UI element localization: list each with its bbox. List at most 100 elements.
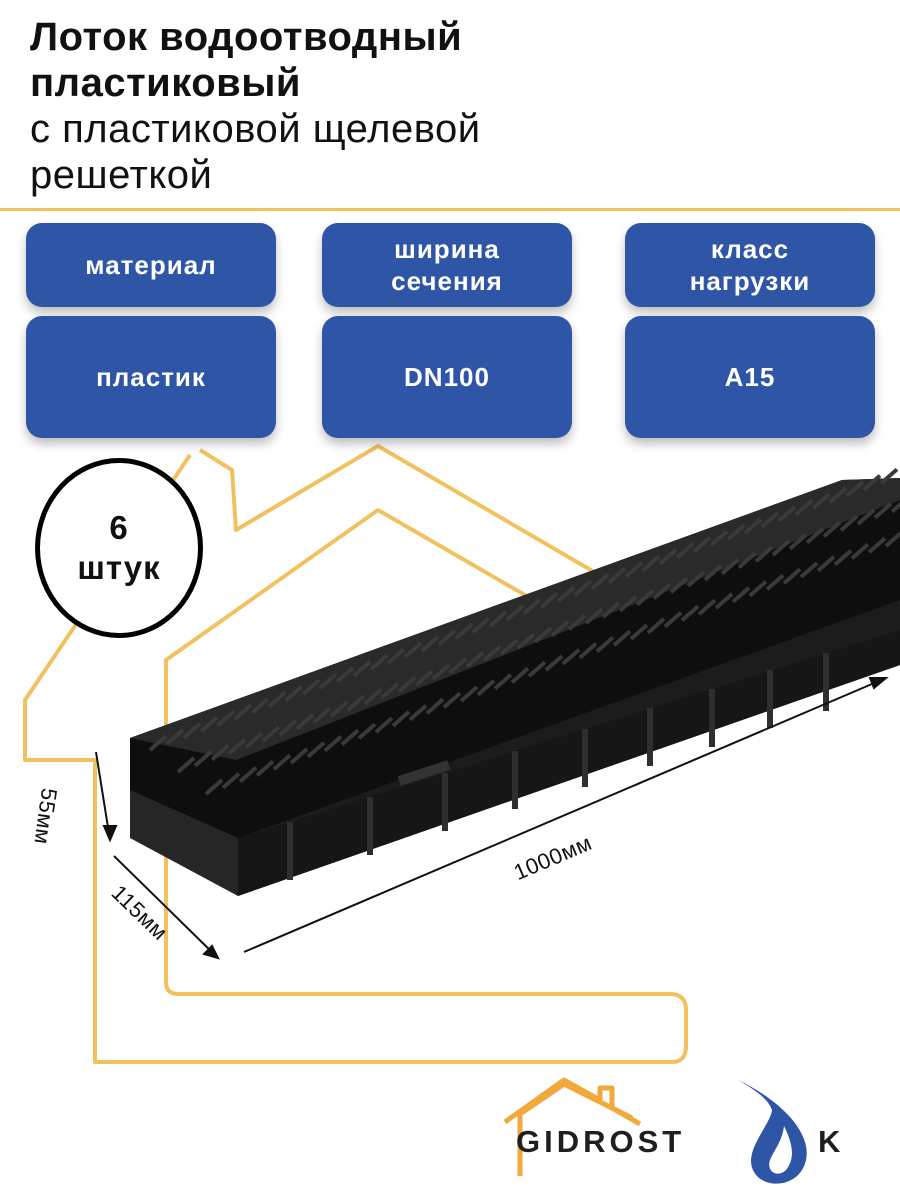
grate-slot bbox=[663, 611, 683, 629]
spec-width-label-text: ширина сечения bbox=[391, 234, 503, 296]
title-line-2: пластиковый bbox=[30, 61, 302, 105]
grate-slot bbox=[760, 511, 780, 529]
grate-slot bbox=[873, 502, 893, 520]
grate-slot bbox=[867, 536, 887, 554]
grate-slot bbox=[816, 555, 836, 573]
title-line-4: решеткой bbox=[30, 153, 213, 197]
grate-slot bbox=[306, 741, 326, 759]
grate-slot bbox=[442, 691, 462, 709]
grate-slot bbox=[369, 653, 389, 671]
grate-slot bbox=[448, 657, 468, 675]
grate-slot bbox=[261, 725, 281, 743]
grate-slot bbox=[675, 542, 695, 560]
grate-slot bbox=[210, 744, 230, 762]
grate-slot bbox=[533, 626, 553, 644]
grate-slot bbox=[754, 545, 774, 563]
grate-slot bbox=[238, 766, 258, 784]
grate-slot bbox=[743, 517, 763, 535]
grate-slot bbox=[357, 722, 377, 740]
spec-load-label: класс нагрузки bbox=[625, 223, 875, 307]
grate-slot bbox=[391, 710, 411, 728]
grate-slot bbox=[363, 688, 383, 706]
grate-slot bbox=[839, 514, 859, 532]
logo-house-icon bbox=[503, 1077, 642, 1176]
grate-slot bbox=[176, 756, 196, 774]
grate-slot bbox=[352, 660, 372, 678]
dimension-arrows bbox=[95, 677, 889, 960]
spec-width-label: ширина сечения bbox=[322, 223, 572, 307]
grate-slot bbox=[748, 580, 768, 598]
grate-slot bbox=[652, 582, 672, 600]
spec-material-value-text: пластик bbox=[96, 362, 206, 392]
spec-load-value: A15 bbox=[625, 316, 875, 438]
water-drop-icon bbox=[738, 1080, 807, 1184]
grate-slot bbox=[289, 747, 309, 765]
grate-slot bbox=[828, 486, 848, 504]
grate-slot bbox=[165, 728, 185, 746]
grate-slot bbox=[714, 592, 734, 610]
grate-slot bbox=[278, 719, 298, 737]
drainage-channel-image bbox=[130, 467, 900, 896]
grate-slot bbox=[624, 560, 644, 578]
grate-slot bbox=[295, 713, 315, 731]
grate-slot bbox=[822, 520, 842, 538]
grate-slot bbox=[556, 585, 576, 603]
grate-slot bbox=[731, 586, 751, 604]
grate-slot bbox=[408, 704, 428, 722]
grate-slot bbox=[397, 675, 417, 693]
grate-slot bbox=[516, 632, 536, 650]
product-title: Лоток водоотводный пластиковый с пластик… bbox=[30, 14, 870, 198]
grate-slot bbox=[561, 648, 581, 666]
grate-slot bbox=[199, 715, 219, 733]
grate-slot bbox=[584, 607, 604, 625]
grate-slot bbox=[312, 706, 332, 724]
grate-slot bbox=[488, 610, 508, 628]
grate-slot bbox=[544, 654, 564, 672]
grate-slot bbox=[454, 622, 474, 640]
grate-slot bbox=[567, 613, 587, 631]
grate-slot bbox=[550, 620, 570, 638]
grate-slot bbox=[182, 722, 202, 740]
grate-slot bbox=[250, 697, 270, 715]
grate-slot bbox=[221, 772, 241, 790]
grate-slot bbox=[641, 554, 661, 572]
grate-slot bbox=[323, 735, 343, 753]
grate-slot bbox=[329, 700, 349, 718]
grate-slot bbox=[204, 778, 224, 796]
grate-slot bbox=[765, 573, 785, 591]
grate-slot bbox=[476, 679, 496, 697]
grate-slot bbox=[272, 753, 292, 771]
grate-slot bbox=[493, 673, 513, 691]
spec-load-label-text: класс нагрузки bbox=[689, 234, 811, 296]
grate-slot bbox=[482, 644, 502, 662]
grate-slot bbox=[709, 529, 729, 547]
spec-load-value-text: A15 bbox=[724, 362, 776, 392]
divider-line bbox=[0, 208, 900, 211]
grate-slot bbox=[499, 638, 519, 656]
spec-material-label: материал bbox=[26, 223, 276, 307]
spec-material-label-text: материал bbox=[85, 250, 217, 280]
grate-slot bbox=[788, 533, 808, 551]
grate-slot bbox=[777, 505, 797, 523]
spec-width-value: DN100 bbox=[322, 316, 572, 438]
grate-slot bbox=[595, 635, 615, 653]
grate-slot bbox=[612, 629, 632, 647]
grate-slot bbox=[437, 629, 457, 647]
grate-slot bbox=[340, 728, 360, 746]
grate-slot bbox=[782, 567, 802, 585]
grate-slot bbox=[216, 709, 236, 727]
grate-slot bbox=[629, 623, 649, 641]
grate-slot bbox=[703, 564, 723, 582]
grate-slot bbox=[635, 589, 655, 607]
grate-slot bbox=[697, 598, 717, 616]
quantity-badge: 6 штук bbox=[35, 458, 203, 638]
grate-slot bbox=[459, 685, 479, 703]
grate-slot bbox=[862, 474, 882, 492]
grate-slot bbox=[884, 531, 900, 548]
grate-slot bbox=[799, 561, 819, 579]
grate-slot bbox=[856, 508, 876, 526]
grate-slot bbox=[669, 576, 689, 594]
grate-slot bbox=[505, 604, 525, 622]
grate-slot bbox=[573, 579, 593, 597]
